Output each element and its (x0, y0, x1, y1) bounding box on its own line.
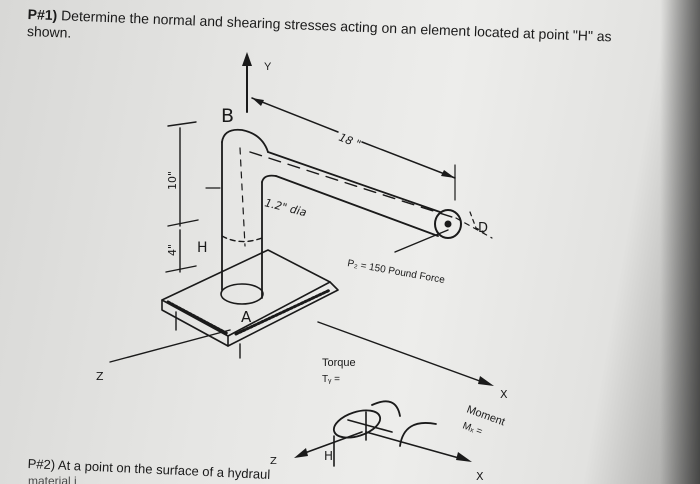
point-d-label: D (478, 221, 488, 236)
pipe-end-center (444, 220, 452, 228)
z-axis-line (109, 329, 231, 363)
base-hatch-side (234, 288, 332, 336)
lower-h-label: H (324, 449, 333, 463)
pipe-top-edge (267, 151, 441, 213)
element-disc (332, 409, 382, 439)
dim-10-bottom-tick (167, 219, 199, 227)
lower-z-arrow-icon (294, 448, 308, 458)
moment-value: Mₓ = (461, 420, 484, 437)
lower-z-label: Z (270, 456, 277, 467)
pipe-elbow-outer (221, 128, 269, 153)
x-axis-line (317, 321, 489, 385)
torque-value: Tᵧ = (322, 374, 340, 385)
pipe-horizontal-centerline (249, 151, 456, 219)
x-axis-label: X (500, 388, 508, 401)
base-hatch-front (166, 300, 230, 336)
lower-x-axis-line (365, 431, 467, 461)
point-a-label: A (241, 308, 252, 326)
lower-x-label: X (476, 470, 484, 483)
base-plate-front (161, 299, 229, 347)
dim-10-label: 10" (166, 171, 179, 190)
dim-18-line-a (251, 97, 339, 133)
dim-18-line-b (361, 141, 456, 179)
force-leader-line (394, 229, 449, 253)
pipe-end-centerline (455, 217, 493, 239)
problem-2-continuation: material i (28, 474, 77, 484)
y-axis-label: Y (264, 61, 272, 73)
torque-arc (371, 400, 401, 417)
dim-18-label: 18 " (337, 131, 363, 152)
torque-title: Torque (322, 357, 356, 369)
dim-18-arrow-right-icon (441, 170, 455, 178)
lower-x-arrow-icon (456, 452, 472, 462)
pipe-bottom-edge (275, 175, 439, 237)
lower-z-axis-line (301, 431, 363, 455)
x-axis-arrow-icon (478, 376, 494, 386)
force-label: P₂ = 150 Pound Force (346, 258, 446, 286)
point-b-label: B (221, 105, 234, 127)
diameter-label: 1.2" dia (263, 196, 308, 219)
section-h-curve (221, 235, 263, 243)
dim-4-bottom-tick (165, 265, 197, 273)
base-plate-side (227, 281, 339, 347)
element-disc-line (347, 419, 393, 433)
dim-4-label: 4" (166, 244, 179, 256)
dim-10-top-tick (167, 121, 197, 127)
pipe-vertical-centerline (239, 147, 246, 247)
pipe-elbow-inner (261, 174, 277, 183)
pipe-base-ellipse (220, 283, 264, 305)
point-h-label: H (197, 240, 208, 256)
pipe-end-cap (434, 209, 462, 239)
y-axis-arrow-icon (242, 52, 252, 66)
z-axis-label: Z (96, 370, 104, 383)
page-edge-shadow (660, 0, 700, 484)
dim-18-arrow-left-icon (252, 98, 264, 106)
pipe-end-guide (469, 211, 485, 233)
